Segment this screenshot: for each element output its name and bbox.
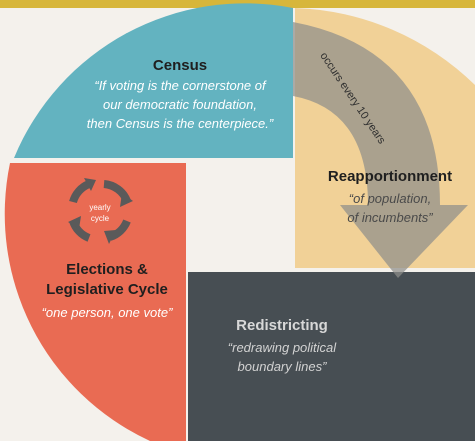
cycle-arrow <box>293 22 468 278</box>
census-title: Census <box>152 57 208 74</box>
census-quote-line-1: “If voting is the cornerstone of <box>94 78 266 93</box>
redistricting-quote-line-2: boundary lines” <box>237 359 327 374</box>
census-quote-line-2: our democratic foundation, <box>103 97 257 112</box>
reapportionment-quote-line-2: of incumbents” <box>347 210 433 225</box>
census-label: Census “If voting is the cornerstone of … <box>70 56 290 133</box>
reapportionment-label: Reapportionment “of population, of incum… <box>315 167 465 227</box>
yearly-cycle-label-1: yearly <box>89 203 110 212</box>
reapportionment-quote-line-1: “of population, <box>348 191 432 206</box>
yearly-cycle-label-2: cycle <box>91 214 110 223</box>
elections-segment <box>4 163 187 441</box>
redistricting-quote-line-1: “redrawing political <box>227 340 337 355</box>
elections-quote: “one person, one vote” <box>41 305 173 320</box>
yearly-cycle-arrowheads <box>68 178 133 244</box>
census-segment <box>14 3 293 158</box>
redistricting-label: Redistricting “redrawing political bound… <box>222 316 342 376</box>
redistricting-title: Redistricting <box>236 317 328 334</box>
reapportionment-title: Reapportionment <box>327 168 453 185</box>
elections-title-line-1: Elections & <box>66 261 148 278</box>
redistricting-segment <box>188 272 475 441</box>
census-quote-line-3: then Census is the centerpiece.” <box>86 116 274 131</box>
elections-label: Elections & Legislative Cycle “one perso… <box>32 260 182 322</box>
elections-title-line-2: Legislative Cycle <box>46 281 168 298</box>
